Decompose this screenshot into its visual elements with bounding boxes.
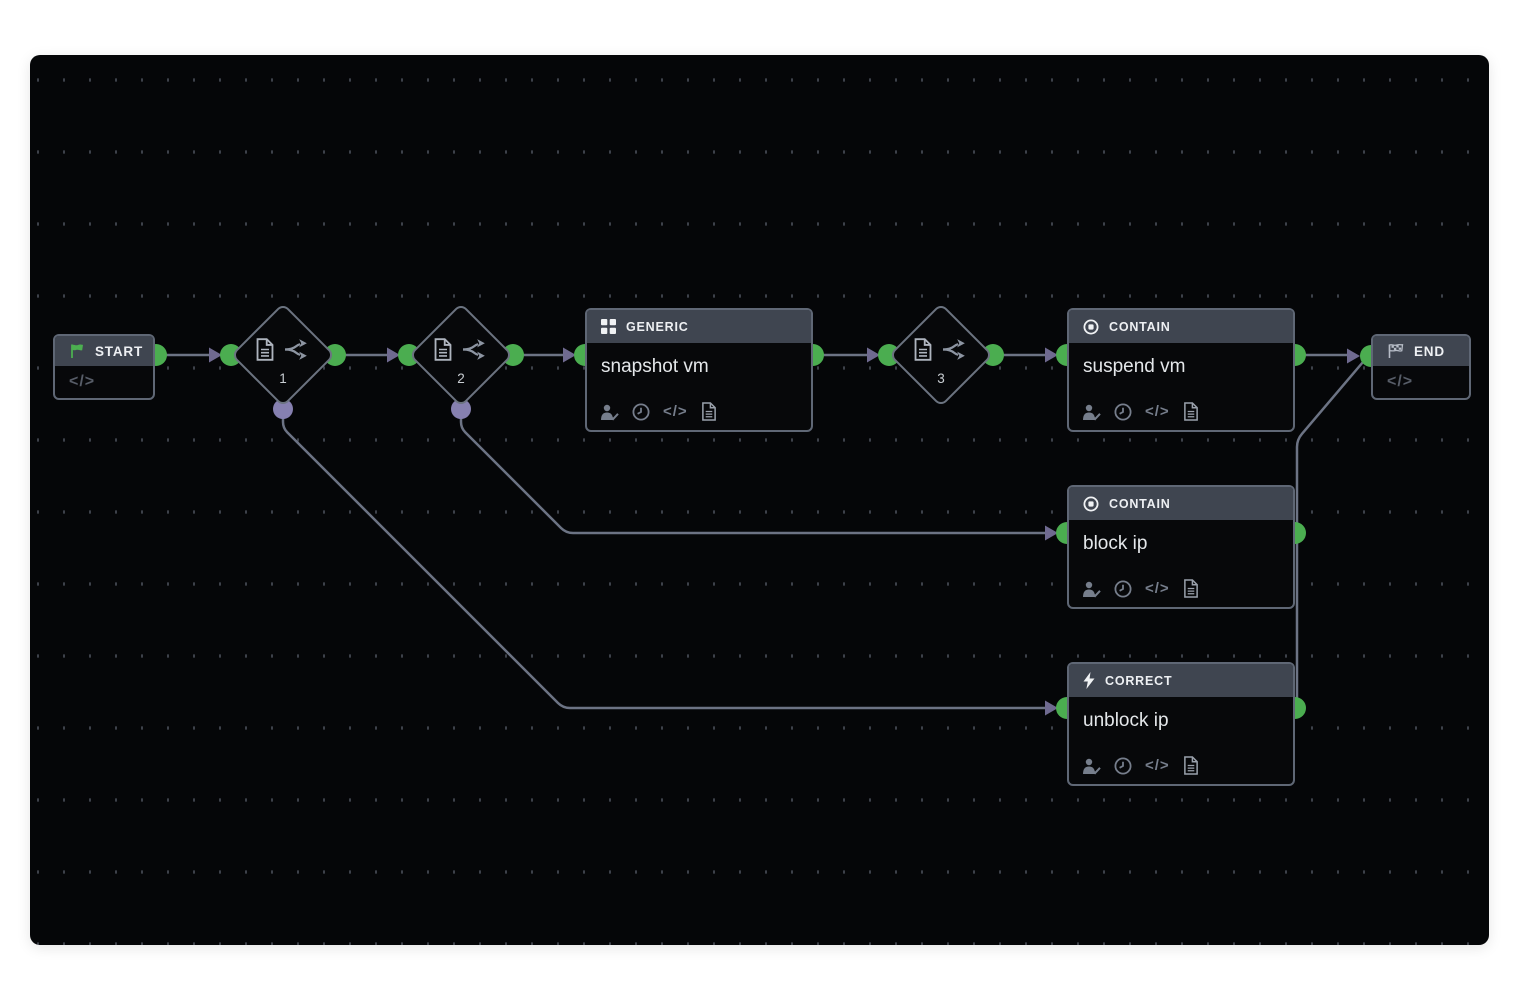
decision-number: 1 <box>279 371 287 386</box>
code-icon: </> <box>69 373 96 390</box>
arrow-head-icon <box>1347 348 1360 364</box>
action-node-snapshot-vm[interactable]: GENERIC snapshot vm </> <box>585 308 813 432</box>
note-icon <box>1183 402 1199 421</box>
action-node-header: CONTAIN <box>1069 310 1293 343</box>
end-node[interactable]: END </> <box>1371 334 1471 400</box>
arrow-head-icon <box>1045 347 1058 363</box>
action-type-label: CONTAIN <box>1109 496 1171 511</box>
branch-icon <box>942 336 969 363</box>
start-node[interactable]: START </> <box>53 334 155 400</box>
action-title: unblock ip <box>1083 710 1169 731</box>
action-title: block ip <box>1083 533 1148 554</box>
action-type-label: CONTAIN <box>1109 319 1171 334</box>
action-footer-icons: </> <box>1082 402 1199 421</box>
decision-branch-port[interactable] <box>451 399 471 419</box>
end-node-header: END <box>1373 336 1469 366</box>
clock-icon <box>1114 403 1132 421</box>
action-node-header: CORRECT <box>1069 664 1293 697</box>
document-icon <box>433 338 453 361</box>
user-approval-icon <box>1082 403 1101 421</box>
document-icon <box>913 338 933 361</box>
decision-node-1[interactable]: 1 <box>230 302 336 408</box>
clock-icon <box>632 403 650 421</box>
arrow-head-icon <box>1045 525 1058 541</box>
action-type-label: GENERIC <box>626 319 689 334</box>
note-icon <box>1183 579 1199 598</box>
clock-icon <box>1114 580 1132 598</box>
code-icon: </> <box>1145 757 1170 774</box>
arrow-head-icon <box>867 347 880 363</box>
decision-branch-port[interactable] <box>273 399 293 419</box>
action-node-unblock-ip[interactable]: CORRECT unblock ip </> <box>1067 662 1295 786</box>
branch-icon <box>284 336 311 363</box>
decision-node-2[interactable]: 2 <box>408 302 514 408</box>
edge[interactable] <box>1295 361 1364 708</box>
action-footer-icons: </> <box>1082 756 1199 775</box>
start-node-label: START <box>95 343 143 359</box>
code-icon: </> <box>1387 373 1414 390</box>
action-footer-icons: </> <box>1082 579 1199 598</box>
start-node-header: START <box>55 336 153 366</box>
decision-number: 3 <box>937 371 945 386</box>
action-footer-icons: </> <box>600 402 717 421</box>
user-approval-icon <box>1082 757 1101 775</box>
edge[interactable] <box>281 409 1046 710</box>
action-node-block-ip[interactable]: CONTAIN block ip </> <box>1067 485 1295 609</box>
code-icon: </> <box>1145 580 1170 597</box>
edge[interactable] <box>459 409 1046 535</box>
clock-icon <box>1114 757 1132 775</box>
code-icon: </> <box>1145 403 1170 420</box>
grid-icon <box>601 319 616 334</box>
branch-icon <box>462 336 489 363</box>
note-icon <box>1183 756 1199 775</box>
arrow-head-icon <box>563 347 576 363</box>
user-approval-icon <box>1082 580 1101 598</box>
record-circle-icon <box>1083 496 1099 512</box>
checkered-flag-icon <box>1387 343 1404 359</box>
action-title: snapshot vm <box>601 356 709 377</box>
action-node-header: GENERIC <box>587 310 811 343</box>
lightning-bolt-icon <box>1083 672 1095 689</box>
decision-number: 2 <box>457 371 465 386</box>
action-title: suspend vm <box>1083 356 1186 377</box>
playbook-canvas[interactable]: START </> 1 <box>30 55 1489 945</box>
action-type-label: CORRECT <box>1105 673 1173 688</box>
arrow-head-icon <box>1045 700 1058 716</box>
end-node-label: END <box>1414 343 1445 359</box>
arrow-head-icon <box>209 347 222 363</box>
note-icon <box>701 402 717 421</box>
code-icon: </> <box>663 403 688 420</box>
action-node-suspend-vm[interactable]: CONTAIN suspend vm </> <box>1067 308 1295 432</box>
record-circle-icon <box>1083 319 1099 335</box>
decision-node-3[interactable]: 3 <box>888 302 994 408</box>
green-flag-icon <box>69 343 85 359</box>
action-node-header: CONTAIN <box>1069 487 1293 520</box>
document-icon <box>255 338 275 361</box>
user-approval-icon <box>600 403 619 421</box>
arrow-head-icon <box>387 347 400 363</box>
